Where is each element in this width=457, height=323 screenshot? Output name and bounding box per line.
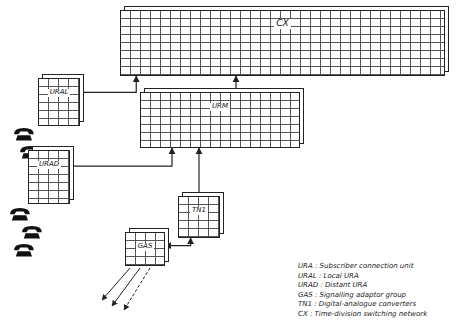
unit-label: URAD bbox=[37, 161, 61, 169]
unit-rack: URM bbox=[140, 92, 300, 148]
signal-connector bbox=[165, 238, 191, 246]
legend-entry: URAD : Distant URA bbox=[298, 281, 427, 291]
legend: URA : Subscriber connection unitURAL : L… bbox=[298, 262, 427, 319]
local-unit-cabinet: URAL bbox=[38, 78, 80, 126]
unit-label: URM bbox=[210, 103, 230, 111]
converter-cabinet: TN1 bbox=[178, 196, 220, 238]
signal-connector bbox=[198, 148, 199, 196]
signal-connector bbox=[235, 76, 236, 92]
distant-unit-cabinet: URAD bbox=[28, 150, 70, 204]
legend-entry: CX : Time-division switching network bbox=[298, 310, 427, 320]
unit-label: CX bbox=[274, 19, 290, 29]
switching-network-cabinet: CX bbox=[120, 10, 445, 76]
legend-entry: TN1 : Digital-analogue converters bbox=[298, 300, 427, 310]
legend-entry: URAL : Local URA bbox=[298, 272, 427, 282]
unit-label: URAL bbox=[48, 89, 71, 97]
unit-label: GAS bbox=[136, 243, 155, 251]
legend-entry: GAS : Signalling adaptor group bbox=[298, 291, 427, 301]
signalling-cabinet: GAS bbox=[125, 232, 165, 266]
outgoing-lines bbox=[102, 268, 150, 310]
unit-label: TN1 bbox=[190, 207, 208, 215]
signal-connector bbox=[80, 76, 136, 92]
legend-entry: URA : Subscriber connection unit bbox=[298, 262, 427, 272]
signal-connector bbox=[70, 148, 172, 166]
